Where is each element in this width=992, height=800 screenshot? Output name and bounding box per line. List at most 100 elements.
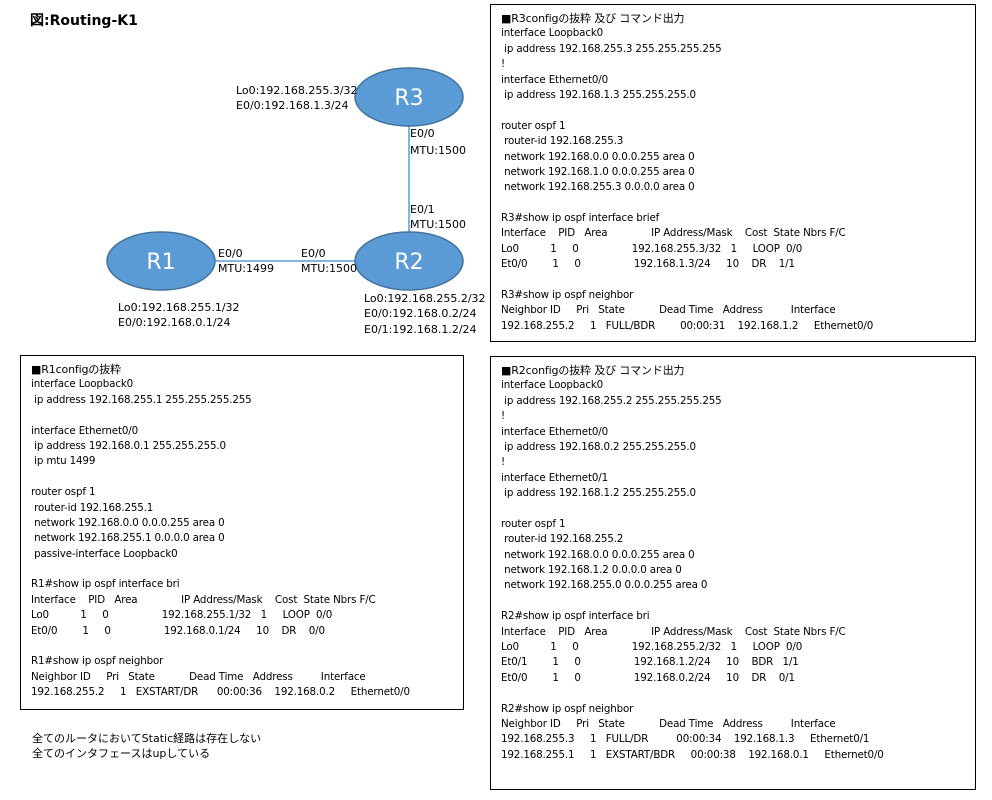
config-line: ! bbox=[501, 58, 505, 71]
config-line: Interface PID Area IP Address/Mask Cost … bbox=[501, 227, 846, 240]
config-line bbox=[31, 408, 463, 423]
config-line: 192.168.255.1 1 EXSTART/BDR 00:00:38 192… bbox=[501, 748, 884, 761]
router-r3: R3 bbox=[354, 67, 464, 127]
config-line: Et0/1 1 0 192.168.1.2/24 10 BDR 1/1 bbox=[501, 656, 799, 669]
r2-address-e00: E0/0:192.168.0.2/24 bbox=[364, 307, 477, 320]
config-line: router ospf 1 bbox=[501, 119, 566, 132]
config-line: Interface PID Area IP Address/Mask Cost … bbox=[31, 593, 376, 606]
r2-config-title: ■R2configの抜粋 及び コマンド出力 bbox=[501, 364, 685, 377]
config-line bbox=[501, 196, 975, 211]
router-r2: R2 bbox=[354, 231, 464, 291]
config-line: R2#show ip ospf neighbor bbox=[501, 702, 634, 715]
config-line: R3#show ip ospf neighbor bbox=[501, 289, 634, 302]
r2-config-lines: interface Loopback0 ip address 192.168.2… bbox=[501, 378, 975, 763]
r1-config-box: ■R1configの抜粋 interface Loopback0 ip addr… bbox=[20, 355, 464, 710]
config-line: ip address 192.168.1.2 255.255.255.0 bbox=[501, 487, 696, 500]
config-line: network 192.168.255.0 0.0.0.255 area 0 bbox=[501, 579, 708, 592]
config-line: interface Ethernet0/0 bbox=[501, 425, 608, 438]
config-line: Et0/0 1 0 192.168.1.3/24 10 DR 1/1 bbox=[501, 258, 795, 271]
config-line: passive-interface Loopback0 bbox=[31, 547, 178, 560]
r1-address-lo0: Lo0:192.168.255.1/32 bbox=[118, 301, 240, 314]
config-line: interface Loopback0 bbox=[501, 379, 604, 392]
config-line: router-id 192.168.255.3 bbox=[501, 135, 624, 148]
config-line: Neighbor ID Pri State Dead Time Address … bbox=[501, 717, 836, 730]
config-line: router-id 192.168.255.1 bbox=[31, 501, 154, 514]
r2-e01-port-label: E0/1 bbox=[410, 203, 435, 216]
config-line bbox=[31, 562, 463, 577]
config-line: network 192.168.0.0 0.0.0.255 area 0 bbox=[501, 150, 695, 163]
config-line: interface Loopback0 bbox=[31, 378, 134, 391]
config-line: 192.168.255.2 1 FULL/BDR 00:00:31 192.16… bbox=[501, 319, 874, 332]
router-r3-label: R3 bbox=[394, 86, 423, 111]
r1-address-e00: E0/0:192.168.0.1/24 bbox=[118, 316, 231, 329]
router-r1: R1 bbox=[106, 231, 216, 291]
config-line bbox=[501, 686, 975, 701]
config-line: ip address 192.168.255.1 255.255.255.255 bbox=[31, 393, 252, 406]
r2-address-e01: E0/1:192.168.1.2/24 bbox=[364, 323, 477, 336]
config-line: network 192.168.255.3 0.0.0.0 area 0 bbox=[501, 181, 695, 194]
r1-config-title: ■R1configの抜粋 bbox=[31, 363, 121, 376]
router-r1-label: R1 bbox=[146, 250, 175, 275]
config-line: router ospf 1 bbox=[31, 486, 96, 499]
config-line: ip address 192.168.1.3 255.255.255.0 bbox=[501, 88, 696, 101]
config-line: network 192.168.255.1 0.0.0.0 area 0 bbox=[31, 532, 225, 545]
r3-address-e00: E0/0:192.168.1.3/24 bbox=[236, 99, 349, 112]
config-line: Et0/0 1 0 192.168.0.1/24 10 DR 0/0 bbox=[31, 624, 325, 637]
config-line: ! bbox=[501, 410, 505, 423]
config-line: ! bbox=[501, 456, 505, 469]
config-line: interface Loopback0 bbox=[501, 27, 604, 40]
config-line: network 192.168.0.0 0.0.0.255 area 0 bbox=[31, 516, 225, 529]
config-line: Lo0 1 0 192.168.255.2/32 1 LOOP 0/0 bbox=[501, 641, 803, 654]
config-line bbox=[501, 594, 975, 609]
config-line: R1#show ip ospf neighbor bbox=[31, 655, 164, 668]
r3-config-title: ■R3configの抜粋 及び コマンド出力 bbox=[501, 12, 685, 25]
config-line: Interface PID Area IP Address/Mask Cost … bbox=[501, 625, 846, 638]
config-line: 192.168.255.3 1 FULL/DR 00:00:34 192.168… bbox=[501, 733, 870, 746]
r2-address-lo0: Lo0:192.168.255.2/32 bbox=[364, 292, 486, 305]
config-line: R3#show ip ospf interface brief bbox=[501, 212, 660, 225]
notes: 全てのルータにおいてStatic経路は存在しない 全てのインタフェースはupして… bbox=[32, 731, 261, 761]
r2-e00-port-label: E0/0 bbox=[301, 247, 326, 260]
note-line: 全てのインタフェースはupしている bbox=[32, 747, 211, 760]
config-line: network 192.168.0.0 0.0.0.255 area 0 bbox=[501, 548, 695, 561]
note-line: 全てのルータにおいてStatic経路は存在しない bbox=[32, 732, 262, 745]
config-line: ip address 192.168.255.3 255.255.255.255 bbox=[501, 42, 722, 55]
r3-e00-mtu-label: MTU:1500 bbox=[410, 144, 466, 157]
r1-e00-mtu-label: MTU:1499 bbox=[218, 262, 274, 275]
config-line: 192.168.255.2 1 EXSTART/DR 00:00:36 192.… bbox=[31, 686, 410, 699]
config-line bbox=[501, 273, 975, 288]
config-line bbox=[31, 470, 463, 485]
router-r2-label: R2 bbox=[394, 250, 423, 275]
figure-title: 図:Routing-K1 bbox=[30, 13, 138, 29]
r1-e00-port-label: E0/0 bbox=[218, 247, 243, 260]
config-line: R2#show ip ospf interface bri bbox=[501, 610, 650, 623]
r2-config-box: ■R2configの抜粋 及び コマンド出力 interface Loopbac… bbox=[490, 356, 976, 790]
config-line: Et0/0 1 0 192.168.0.2/24 10 DR 0/1 bbox=[501, 671, 795, 684]
config-line bbox=[501, 103, 975, 118]
r2-e00-mtu-label: MTU:1500 bbox=[301, 262, 357, 275]
config-line: ip address 192.168.255.2 255.255.255.255 bbox=[501, 394, 722, 407]
config-line: router-id 192.168.255.2 bbox=[501, 533, 624, 546]
r3-config-lines: interface Loopback0 ip address 192.168.2… bbox=[501, 26, 975, 334]
r3-config-box: ■R3configの抜粋 及び コマンド出力 interface Loopbac… bbox=[490, 4, 976, 342]
config-line: interface Ethernet0/0 bbox=[501, 73, 608, 86]
config-line: router ospf 1 bbox=[501, 517, 566, 530]
r2-e01-mtu-label: MTU:1500 bbox=[410, 218, 466, 231]
config-line: interface Ethernet0/1 bbox=[501, 471, 608, 484]
r1-config-lines: interface Loopback0 ip address 192.168.2… bbox=[31, 377, 463, 700]
config-line: R1#show ip ospf interface bri bbox=[31, 578, 180, 591]
config-line: Lo0 1 0 192.168.255.3/32 1 LOOP 0/0 bbox=[501, 242, 803, 255]
config-line bbox=[31, 639, 463, 654]
r3-e00-port-label: E0/0 bbox=[410, 127, 435, 140]
config-line bbox=[501, 502, 975, 517]
config-line: Lo0 1 0 192.168.255.1/32 1 LOOP 0/0 bbox=[31, 609, 333, 622]
config-line: ip address 192.168.0.2 255.255.255.0 bbox=[501, 440, 696, 453]
r3-address-lo0: Lo0:192.168.255.3/32 bbox=[236, 84, 358, 97]
config-line: network 192.168.1.0 0.0.0.255 area 0 bbox=[501, 165, 695, 178]
config-line: ip mtu 1499 bbox=[31, 455, 96, 468]
config-line: network 192.168.1.2 0.0.0.0 area 0 bbox=[501, 564, 682, 577]
config-line: ip address 192.168.0.1 255.255.255.0 bbox=[31, 439, 226, 452]
config-line: interface Ethernet0/0 bbox=[31, 424, 138, 437]
config-line: Neighbor ID Pri State Dead Time Address … bbox=[31, 670, 366, 683]
